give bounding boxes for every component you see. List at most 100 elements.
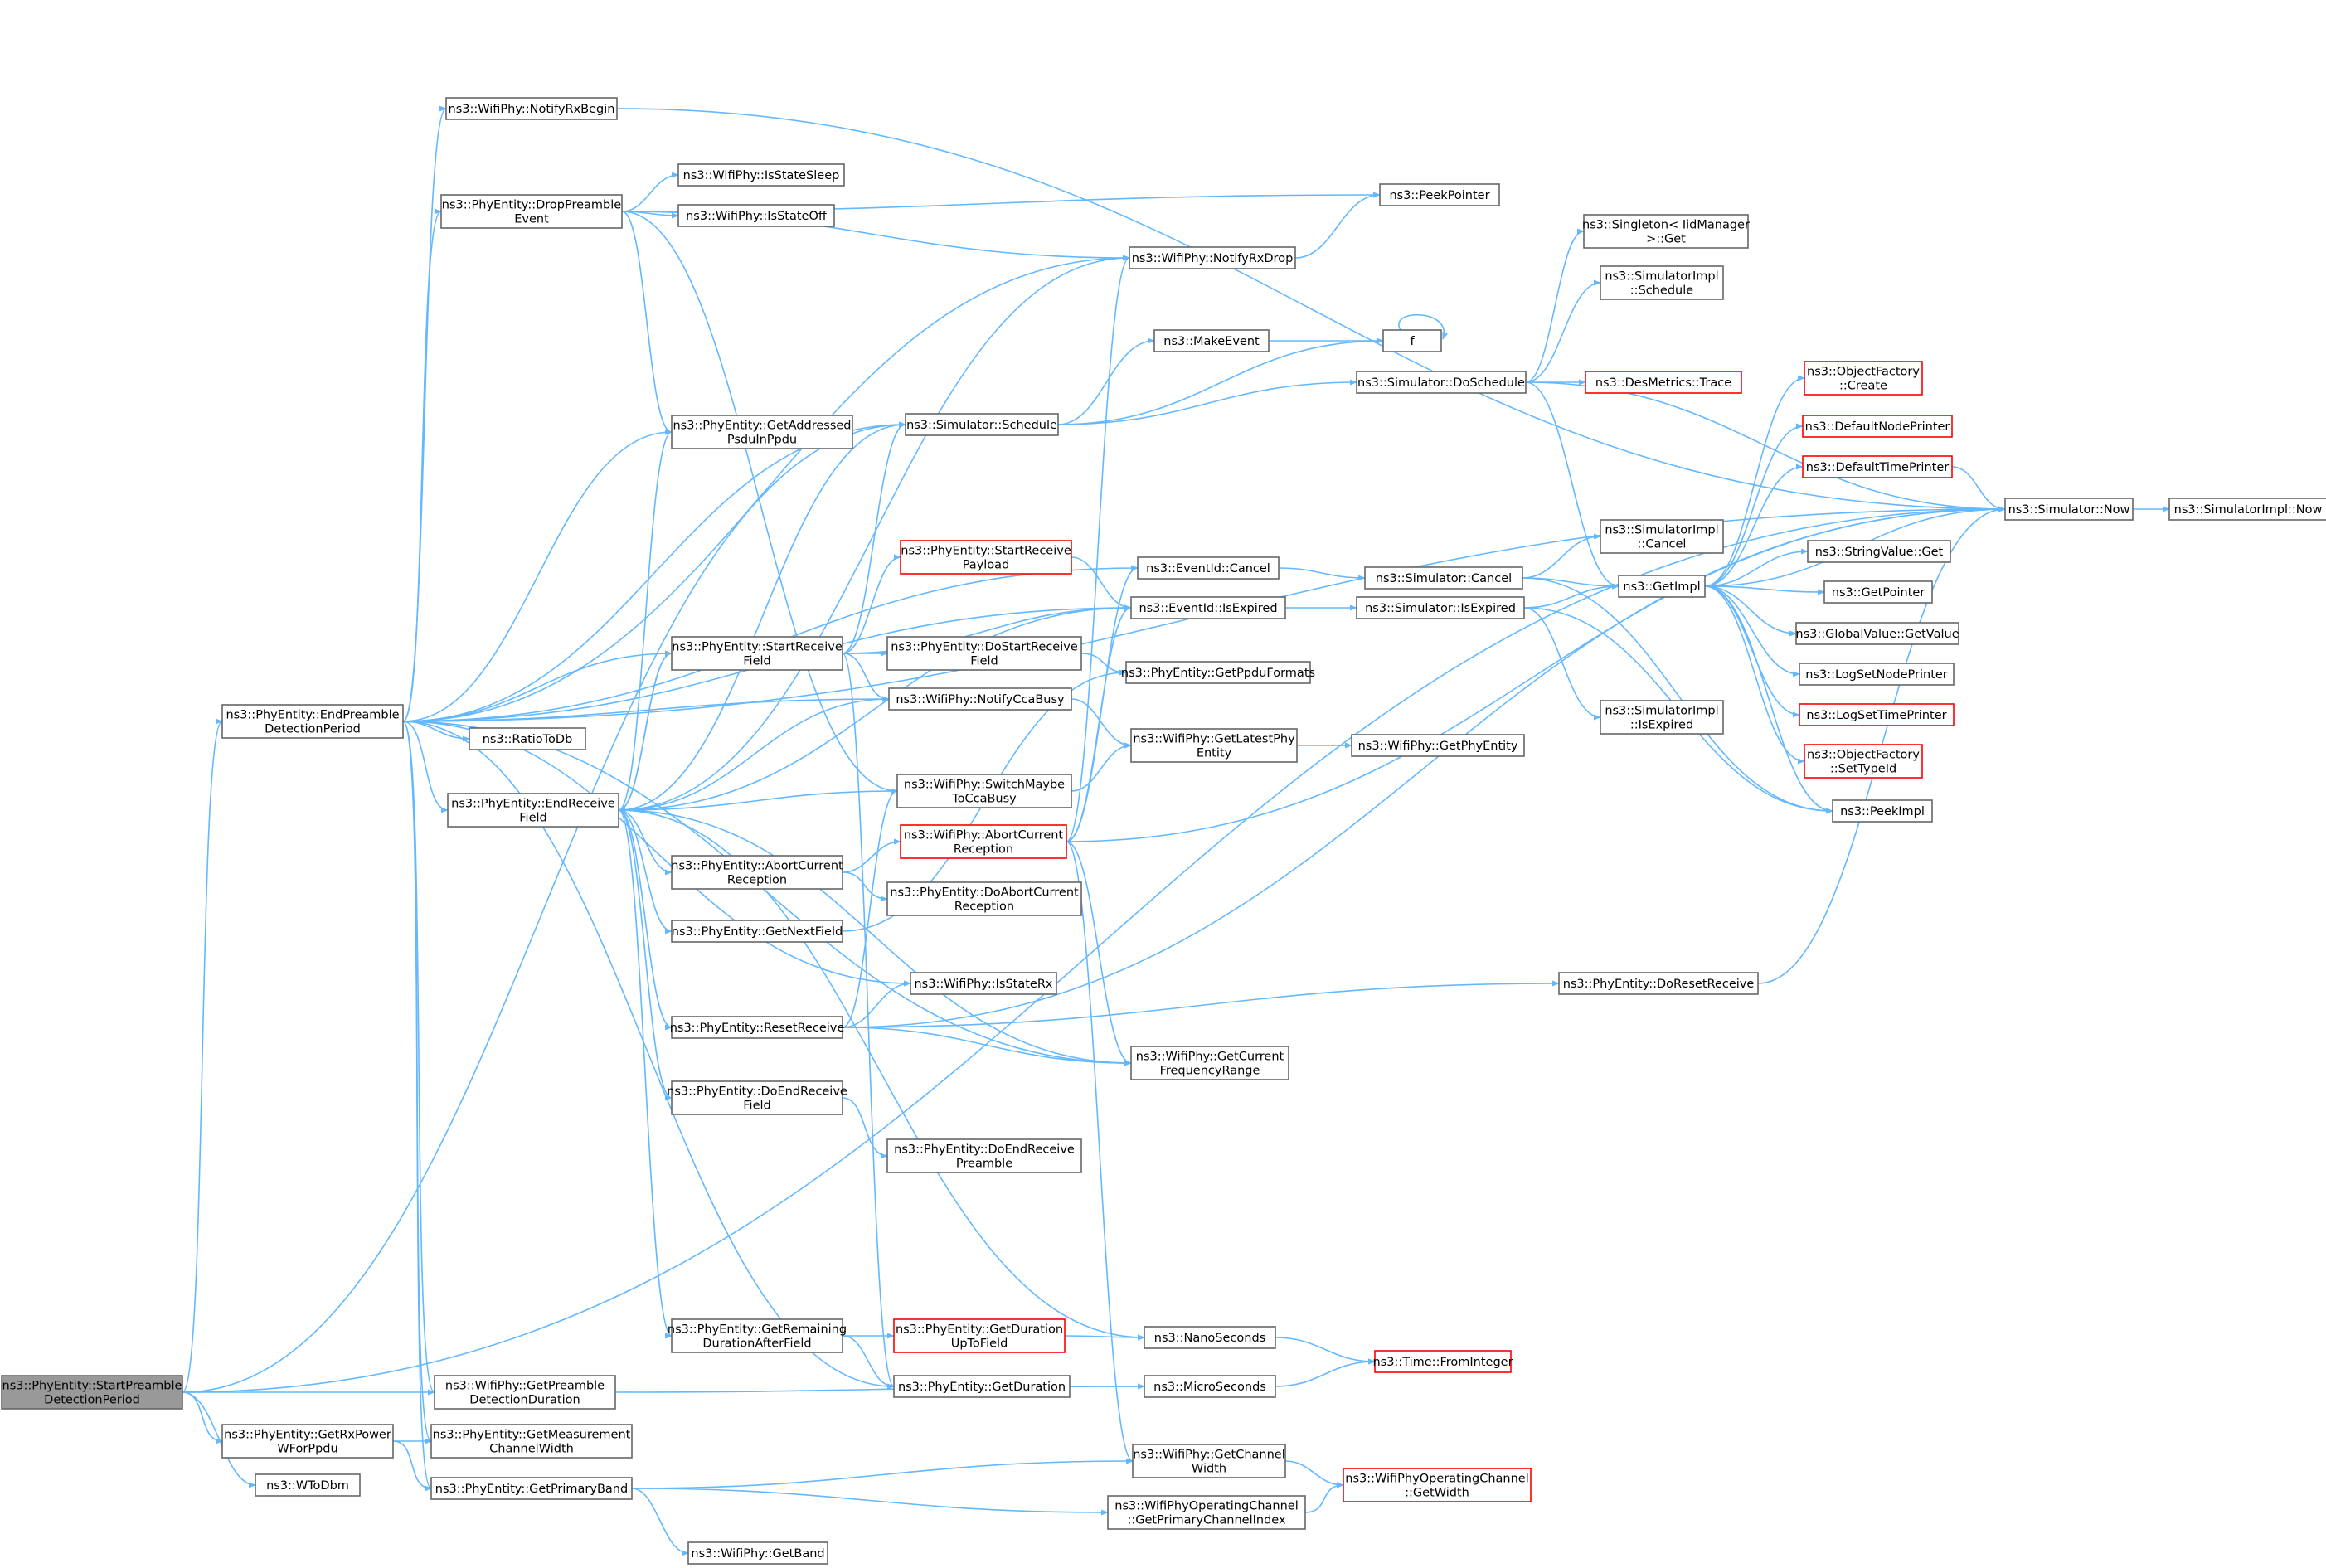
edge-end-preamble-detection-period-to-start-receive-field — [402, 650, 673, 722]
node-get-next-field[interactable]: ns3::PhyEntity::GetNextField — [671, 920, 843, 943]
node-get-primary-channel-index[interactable]: ns3::WifiPhyOperatingChannel::GetPrimary… — [1107, 1495, 1306, 1530]
edge-reset-receive-to-do-reset-receive — [842, 980, 1560, 1028]
node-box — [1558, 972, 1759, 995]
node-box — [910, 972, 1057, 995]
edge-end-receive-field-to-get-current-frequency-range — [618, 809, 1132, 1066]
node-object-factory-create[interactable]: ns3::ObjectFactory::Create — [1804, 361, 1923, 396]
node-singleton-get[interactable]: ns3::Singleton< IidManager >::Get — [1582, 214, 1750, 249]
node-is-state-off[interactable]: ns3::WifiPhy::IsStateOff — [677, 204, 835, 227]
node-simulator-do-schedule[interactable]: ns3::Simulator::DoSchedule — [1356, 371, 1527, 394]
node-get-impl[interactable]: ns3::GetImpl — [1618, 575, 1706, 598]
node-wto-dbm[interactable]: ns3::WToDbm — [255, 1473, 361, 1497]
node-label: Preamble — [956, 1158, 1012, 1171]
node-label: ns3::GetPointer — [1832, 586, 1925, 600]
node-box — [671, 1016, 843, 1039]
node-peek-pointer[interactable]: ns3::PeekPointer — [1379, 183, 1500, 206]
node-get-phy-entity[interactable]: ns3::WifiPhy::GetPhyEntity — [1351, 734, 1525, 757]
node-label: Field — [970, 655, 998, 668]
node-simulator-schedule[interactable]: ns3::Simulator::Schedule — [905, 413, 1059, 436]
node-global-value-get-value[interactable]: ns3::GlobalValue::GetValue — [1795, 622, 1959, 645]
node-label: ns3::PhyEntity::ResetReceive — [670, 1022, 845, 1035]
node-notify-cca-busy[interactable]: ns3::WifiPhy::NotifyCcaBusy — [888, 687, 1072, 711]
node-get-remaining-duration-after-field[interactable]: ns3::PhyEntity::GetRemainingDurationAfte… — [668, 1318, 847, 1353]
node-make-event[interactable]: ns3::MakeEvent — [1153, 329, 1270, 352]
node-peek-impl[interactable]: ns3::PeekImpl — [1832, 799, 1933, 823]
node-time-from-integer[interactable]: ns3::Time::FromInteger — [1372, 1350, 1513, 1373]
node-get-band[interactable]: ns3::WifiPhy::GetBand — [687, 1541, 828, 1565]
node-micro-seconds[interactable]: ns3::MicroSeconds — [1144, 1375, 1276, 1398]
node-box — [1795, 622, 1959, 645]
node-is-state-rx[interactable]: ns3::WifiPhy::IsStateRx — [910, 972, 1057, 995]
node-get-ppdu-formats[interactable]: ns3::PhyEntity::GetPpduFormats — [1121, 661, 1315, 684]
node-box — [1125, 661, 1311, 684]
node-object-factory-set-type-id[interactable]: ns3::ObjectFactory::SetTypeId — [1804, 744, 1923, 779]
node-get-duration[interactable]: ns3::PhyEntity::GetDuration — [893, 1375, 1071, 1398]
node-box — [2004, 498, 2134, 521]
edge-drop-preamble-event-to-is-state-sleep — [621, 172, 679, 212]
node-start-preamble-detection-period[interactable]: ns3::PhyEntity::StartPreambleDetectionPe… — [1, 1375, 183, 1410]
edge-drop-preamble-event-to-switch-maybe-to-cca-busy — [621, 211, 898, 794]
node-ratio-to-db[interactable]: ns3::RatioToDb — [469, 727, 586, 750]
node-box — [677, 204, 835, 227]
node-simulator-is-expired[interactable]: ns3::Simulator::IsExpired — [1356, 596, 1525, 619]
node-notify-rx-begin[interactable]: ns3::WifiPhy::NotifyRxBegin — [445, 97, 618, 120]
node-event-id-is-expired[interactable]: ns3::EventId::IsExpired — [1130, 596, 1286, 619]
node-simulator-impl-is-expired[interactable]: ns3::SimulatorImpl::IsExpired — [1600, 700, 1724, 735]
node-simulator-cancel[interactable]: ns3::Simulator::Cancel — [1364, 566, 1523, 590]
node-f[interactable]: f — [1382, 329, 1442, 352]
node-notify-rx-drop[interactable]: ns3::WifiPhy::NotifyRxDrop — [1129, 246, 1296, 269]
node-get-pointer[interactable]: ns3::GetPointer — [1823, 580, 1933, 604]
node-reset-receive[interactable]: ns3::PhyEntity::ResetReceive — [670, 1016, 845, 1039]
node-box — [1804, 361, 1923, 396]
node-op-channel-get-width[interactable]: ns3::WifiPhyOperatingChannel::GetWidth — [1343, 1468, 1532, 1502]
node-label: ns3::ObjectFactory — [1807, 366, 1920, 379]
node-box — [445, 97, 618, 120]
node-simulator-impl-cancel[interactable]: ns3::SimulatorImpl::Cancel — [1600, 519, 1724, 554]
edge-do-end-receive-field-to-do-end-receive-preamble — [842, 1097, 888, 1159]
node-log-set-time-printer[interactable]: ns3::LogSetTimePrinter — [1799, 703, 1955, 726]
node-label: ns3::PhyEntity::StartReceive — [672, 641, 843, 654]
node-des-metrics-trace[interactable]: ns3::DesMetrics::Trace — [1585, 371, 1742, 394]
node-string-value-get[interactable]: ns3::StringValue::Get — [1807, 540, 1951, 563]
node-event-id-cancel[interactable]: ns3::EventId::Cancel — [1137, 556, 1280, 580]
node-log-set-node-printer[interactable]: ns3::LogSetNodePrinter — [1799, 663, 1955, 686]
node-box — [1823, 580, 1933, 604]
node-is-state-sleep[interactable]: ns3::WifiPhy::IsStateSleep — [677, 163, 845, 187]
edge-simulator-schedule-to-f — [1057, 337, 1384, 425]
node-do-reset-receive[interactable]: ns3::PhyEntity::DoResetReceive — [1558, 972, 1759, 995]
node-box — [221, 704, 404, 739]
node-simulator-impl-schedule[interactable]: ns3::SimulatorImpl::Schedule — [1600, 265, 1724, 300]
edge-nano-seconds-to-time-from-integer — [1275, 1337, 1376, 1365]
node-label: ns3::WifiPhy::SwitchMaybe — [904, 779, 1065, 792]
node-box — [1144, 1326, 1276, 1349]
node-default-node-printer[interactable]: ns3::DefaultNodePrinter — [1802, 415, 1953, 438]
node-default-time-printer[interactable]: ns3::DefaultTimePrinter — [1802, 455, 1953, 478]
node-label: DetectionPeriod — [265, 723, 361, 736]
node-simulator-impl-now[interactable]: ns3::SimulatorImpl::Now — [2168, 498, 2326, 521]
node-get-primary-band[interactable]: ns3::PhyEntity::GetPrimaryBand — [430, 1477, 633, 1500]
node-get-measurement-channel-width[interactable]: ns3::PhyEntity::GetMeasurementChannelWid… — [430, 1424, 633, 1459]
node-simulator-now[interactable]: ns3::Simulator::Now — [2004, 498, 2134, 521]
node-end-preamble-detection-period[interactable]: ns3::PhyEntity::EndPreambleDetectionPeri… — [221, 704, 404, 739]
node-nano-seconds[interactable]: ns3::NanoSeconds — [1144, 1326, 1276, 1349]
edge-end-preamble-detection-period-to-notify-rx-drop — [402, 255, 1130, 722]
node-label: f — [1410, 335, 1415, 348]
node-get-preamble-detection-duration[interactable]: ns3::WifiPhy::GetPreambleDetectionDurati… — [434, 1375, 616, 1410]
